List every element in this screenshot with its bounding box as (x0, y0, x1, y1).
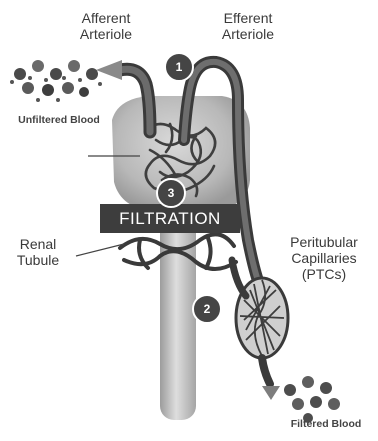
unfiltered-blood-label: Unfiltered Blood (4, 114, 114, 126)
efferent-arteriole-label: Efferent Arteriole (200, 10, 296, 42)
step-2-badge: 2 (192, 294, 222, 324)
peritubular-capillaries-label: Peritubular Capillaries (PTCs) (272, 234, 376, 282)
step-1-badge: 1 (164, 52, 194, 82)
filtration-banner: FILTRATION (100, 204, 240, 233)
renal-tubule-shape (160, 200, 196, 420)
afferent-arteriole-label: Afferent Arteriole (58, 10, 154, 42)
unfiltered-blood-cells (10, 60, 102, 102)
tubule-to-ptc-vessel (232, 260, 246, 296)
filtered-blood-cells (284, 376, 340, 423)
renal-tubule-label: Renal Tubule (6, 236, 70, 268)
step-3-badge: 3 (156, 178, 186, 208)
filtered-blood-label: Filtered Blood (276, 418, 376, 430)
